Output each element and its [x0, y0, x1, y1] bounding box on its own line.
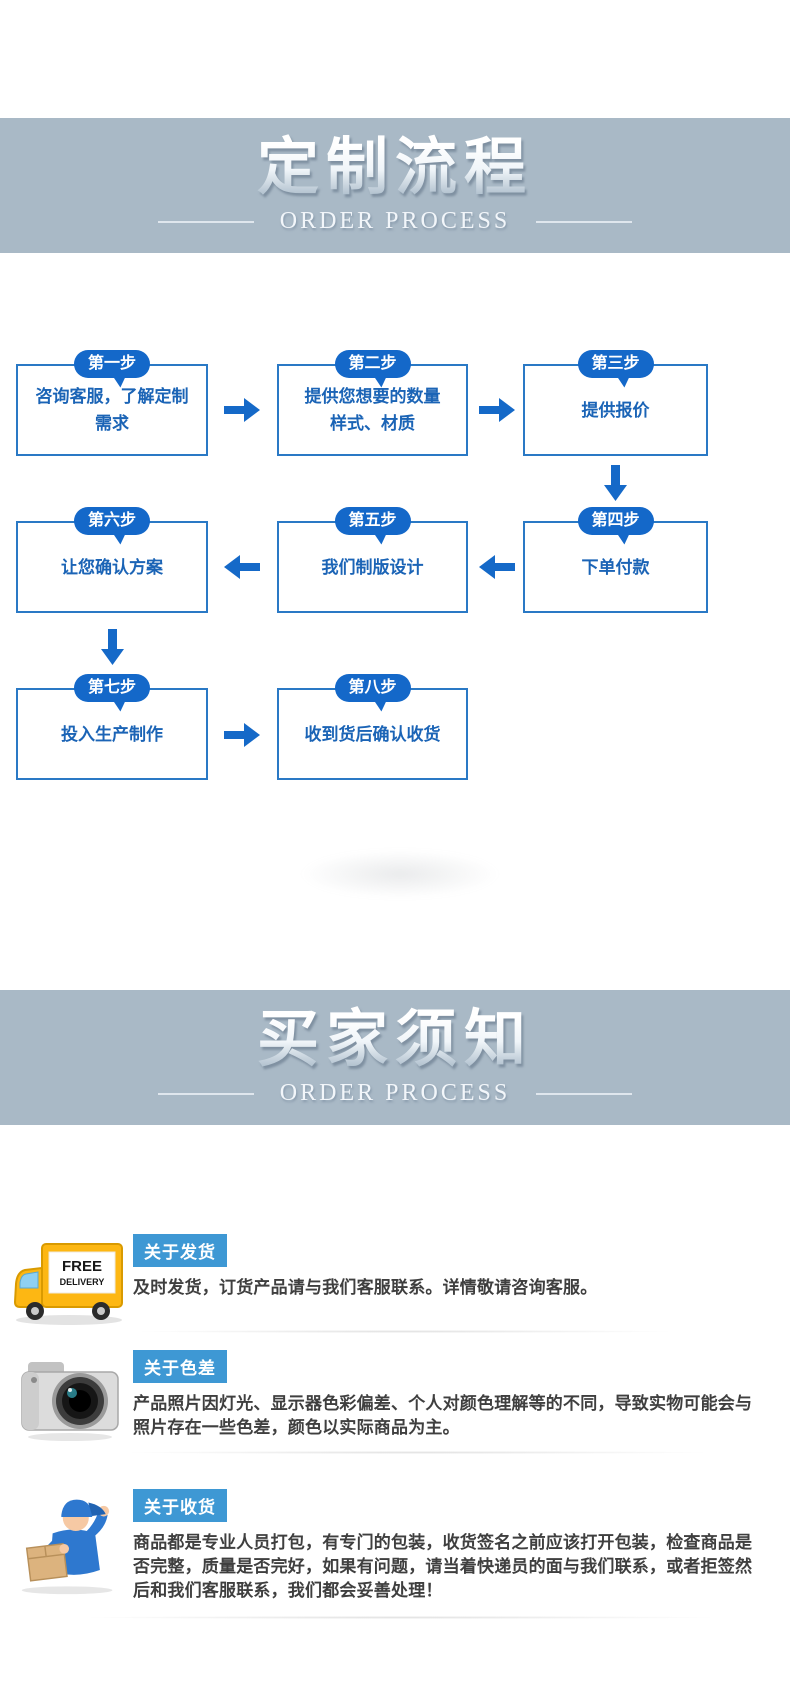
step-7-text: 投入生产制作	[61, 724, 163, 744]
notice-badge: 关于色差	[133, 1350, 227, 1383]
subtitle-left-line	[157, 1092, 254, 1095]
arrow-right-icon	[222, 721, 262, 749]
flow-step-6: 第六步 让您确认方案	[16, 507, 208, 613]
step-badge-label: 第八步	[348, 679, 397, 696]
flow-step-8: 第八步 收到货后确认收货	[277, 674, 468, 780]
camera-icon	[20, 1356, 120, 1442]
flow-step-2: 第二步 提供您想要的数量 样式、材质	[277, 350, 468, 456]
banner-title: 买家须知	[257, 1002, 533, 1078]
arrow-down-icon	[99, 627, 126, 667]
step-badge-label: 第四步	[591, 512, 640, 529]
step-4-text: 下单付款	[581, 557, 650, 577]
flow-step-3: 第三步 提供报价	[523, 350, 708, 456]
banner-subtitle: ORDER PROCESS	[279, 1080, 511, 1106]
notice-text: 商品都是专业人员打包，有专门的包装，收货签名之前应该打开包装，检查商品是否完整，…	[133, 1533, 753, 1600]
step-2-badge: 第二步	[334, 350, 411, 378]
flow-step-1: 第一步 咨询客服，了解定制 需求	[16, 350, 208, 456]
banner-subtitle-row: ORDER PROCESS	[0, 208, 790, 235]
subtitle-left-line	[157, 220, 254, 223]
step-badge-label: 第六步	[87, 512, 137, 529]
subtitle-right-line	[536, 1092, 633, 1095]
notice-text: 产品照片因灯光、显示器色彩偏差、个人对颜色理解等的不同，导致实物可能会与照片存在…	[133, 1394, 753, 1437]
free-delivery-truck-icon: FREE DELIVERY	[12, 1240, 126, 1326]
subtitle-right-line	[536, 220, 633, 223]
truck-delivery-label: DELIVERY	[60, 1277, 105, 1287]
buyer-notice-banner: 买家须知 ORDER PROCESS	[0, 990, 790, 1125]
step-3-text: 提供报价	[581, 400, 650, 420]
faint-watermark	[300, 850, 500, 898]
step-1-text: 咨询客服，了解定制 需求	[35, 387, 189, 433]
step-badge-label: 第七步	[87, 679, 137, 696]
step-4-badge: 第四步	[577, 507, 654, 535]
banner-subtitle-row: ORDER PROCESS	[0, 1080, 790, 1107]
step-3-badge: 第三步	[577, 350, 654, 378]
step-6-badge: 第六步	[73, 507, 151, 535]
notice-badge: 关于发货	[133, 1234, 227, 1267]
notice-text: 及时发货，订货产品请与我们客服联系。详情敬请咨询客服。	[133, 1278, 598, 1297]
arrow-left-icon	[477, 553, 517, 581]
step-badge-label: 第三步	[591, 355, 640, 372]
arrow-right-icon	[222, 396, 262, 424]
step-8-badge: 第八步	[334, 674, 411, 702]
section-divider	[88, 1616, 713, 1619]
arrow-down-icon	[602, 463, 629, 503]
notice-body: 关于发货 及时发货，订货产品请与我们客服联系。详情敬请咨询客服。	[133, 1234, 773, 1300]
step-badge-label: 第二步	[348, 355, 397, 372]
notice-body: 关于收货 商品都是专业人员打包，有专门的包装，收货签名之前应该打开包装，检查商品…	[133, 1489, 773, 1603]
flow-step-7: 第七步 投入生产制作	[16, 674, 208, 780]
section-divider	[140, 1330, 670, 1333]
step-1-badge: 第一步	[73, 350, 151, 378]
step-8-text: 收到货后确认收货	[304, 724, 441, 744]
notice-badge: 关于收货	[133, 1489, 227, 1522]
step-5-badge: 第五步	[334, 507, 411, 535]
step-2-text: 提供您想要的数量 样式、材质	[304, 387, 441, 433]
step-5-text: 我们制版设计	[321, 557, 424, 577]
arrow-left-icon	[222, 553, 262, 581]
courier-icon	[14, 1489, 126, 1597]
step-badge-label: 第一步	[87, 355, 137, 372]
flow-step-5: 第五步 我们制版设计	[277, 507, 468, 613]
step-6-text: 让您确认方案	[61, 557, 163, 577]
banner-subtitle: ORDER PROCESS	[279, 208, 511, 234]
flow-step-4: 第四步 下单付款	[523, 507, 708, 613]
notice-shipping: FREE DELIVERY 关于发货 及时发货，订货产品请与我们客服联系。详情敬…	[0, 1234, 790, 1325]
arrow-right-icon	[477, 396, 517, 424]
notice-color-difference: 关于色差 产品照片因灯光、显示器色彩偏差、个人对颜色理解等的不同，导致实物可能会…	[0, 1350, 790, 1442]
step-7-badge: 第七步	[73, 674, 151, 702]
section-divider	[130, 1451, 705, 1454]
custom-process-banner: 定制流程 ORDER PROCESS	[0, 118, 790, 253]
notice-body: 关于色差 产品照片因灯光、显示器色彩偏差、个人对颜色理解等的不同，导致实物可能会…	[133, 1350, 773, 1440]
step-badge-label: 第五步	[348, 512, 397, 529]
banner-title: 定制流程	[257, 130, 533, 206]
truck-free-label: FREE	[62, 1258, 102, 1275]
notice-receiving: 关于收货 商品都是专业人员打包，有专门的包装，收货签名之前应该打开包装，检查商品…	[0, 1489, 790, 1603]
